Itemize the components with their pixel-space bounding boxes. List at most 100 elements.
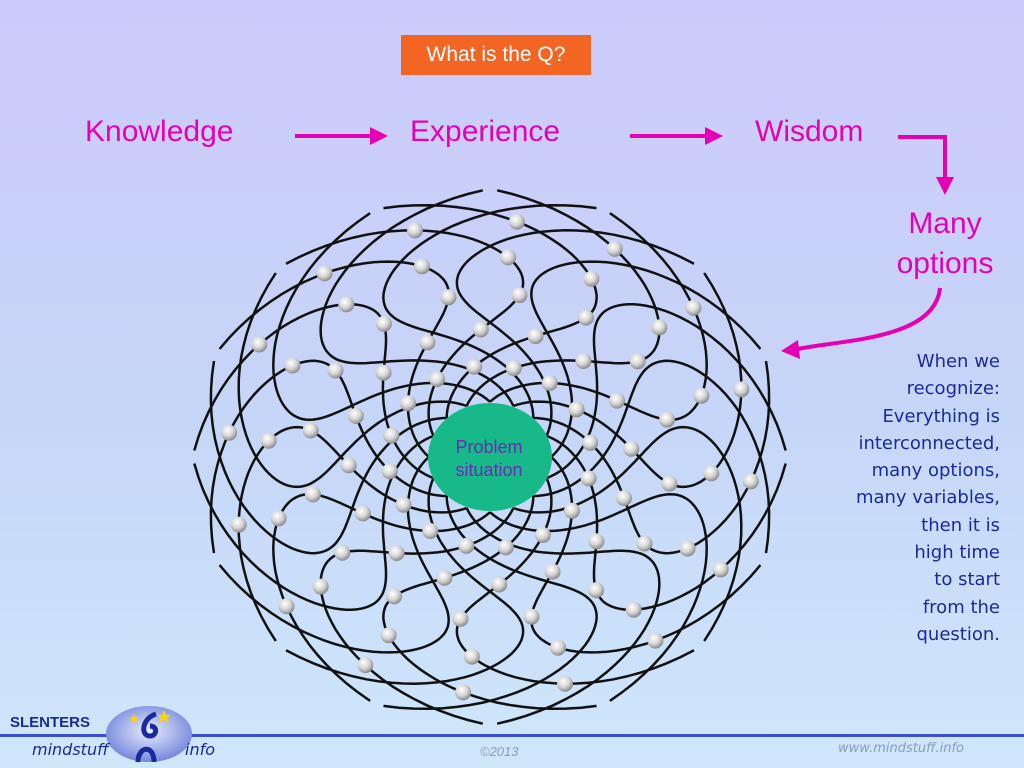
network-node [251,336,268,353]
network-node [312,578,329,595]
network-node [534,527,551,543]
network-node [472,321,489,338]
network-node [679,540,696,557]
logo-figure-icon [106,706,192,763]
network-node [380,627,397,644]
network-node [742,473,759,490]
network-node [383,427,400,444]
network-node [221,424,238,441]
network-node [580,470,597,487]
network-node [497,539,514,556]
network-node [588,533,605,550]
network-node [685,299,702,316]
network-node [407,222,423,239]
network-node [541,375,558,391]
brand-name: SLENTERS [10,714,91,731]
network-node [436,569,453,586]
network-node [661,475,678,492]
network-node [636,535,653,552]
network-node [582,434,599,451]
network-node [270,510,287,527]
network-node [623,440,640,457]
network-node [340,457,357,474]
network-node [629,353,646,370]
network-node [712,561,729,578]
footer-divider [0,734,1024,737]
problem-line-2: situation [455,460,523,480]
network-node [500,249,517,266]
network-node [577,309,594,326]
network-node [260,432,277,449]
network-node [414,258,430,275]
network-node [316,265,333,282]
note-line: Everything is [882,405,1000,427]
problem-line-1: Problem [455,437,523,457]
brand-right: info [185,740,216,759]
network-node [455,684,472,701]
network-node [606,240,623,257]
label-wisdom: Wisdom [755,115,864,148]
network-node [527,328,544,345]
network-node [703,465,720,482]
website-url: www.mindstuff.info [838,741,964,756]
network-node [357,657,374,674]
network-node [304,486,321,503]
network-node [347,407,364,424]
network-node [327,362,344,379]
label-experience: Experience [410,115,561,148]
note-line: When we [916,351,1000,372]
network-node [564,502,580,519]
note-line: many options, [871,460,1000,482]
note-line: then it is [921,514,1000,536]
network-node [284,357,301,374]
brand-left: mindstuff [32,740,109,759]
copyright: ©2013 [480,744,519,759]
network-node [375,315,392,332]
problem-label: Problem situation [427,405,551,513]
network-node [544,563,561,580]
network-node [338,296,355,313]
network-curve [465,189,661,407]
network-node [463,648,480,665]
network-node [568,401,585,418]
arrow-left-curved-icon [781,287,942,359]
note-line: from the [922,596,1000,618]
network-node [523,608,540,625]
network-node [508,213,525,230]
network-node [693,387,710,404]
arrow-right-icon [295,127,388,145]
network-node [651,319,668,336]
network-node [278,598,295,615]
note-line: question. [916,623,1001,645]
network-node [354,505,371,522]
note-line: many variables, [855,487,1000,509]
network-node [625,601,642,618]
network-node [659,411,676,428]
network-node [334,544,351,561]
network-node [505,360,522,377]
network-curve [546,434,787,611]
network-node [422,523,439,539]
network-curve [319,507,515,725]
star-icon [129,714,139,723]
network-node [583,270,600,287]
network-node [588,582,605,599]
network-node [733,381,750,398]
network-node [419,334,436,351]
label-knowledge: Knowledge [85,115,234,148]
network-node [440,289,457,306]
star-icon [157,710,171,723]
note-line: to start [934,569,1000,591]
network-node [395,496,412,513]
note-line: interconnected, [858,432,1000,454]
question-box: What is the Q? [401,35,591,75]
arrow-right-icon [630,127,723,145]
note-line: recognize: [906,378,1000,400]
many-options-line-2: options [896,247,994,280]
network-node [466,358,483,375]
network-node [302,422,319,439]
many-options-line-1: Many [908,207,982,240]
note-line: high time [914,542,1000,564]
network-node [491,576,508,593]
